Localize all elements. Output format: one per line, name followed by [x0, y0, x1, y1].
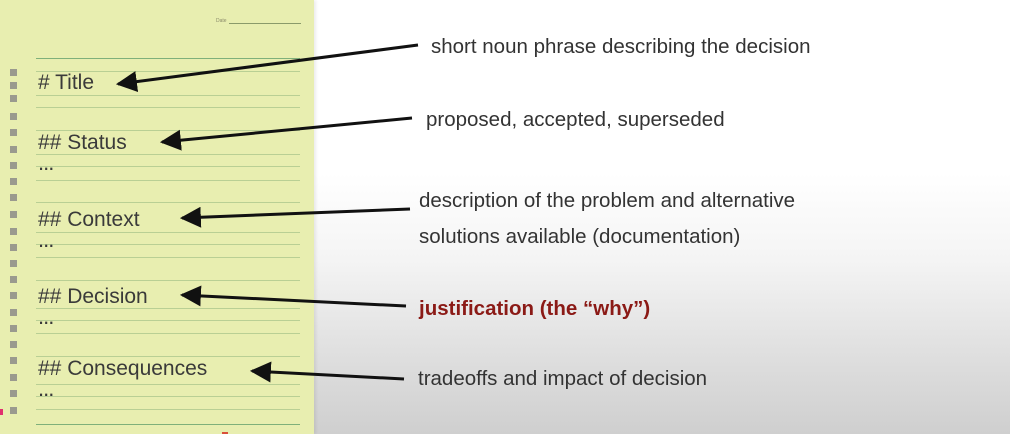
notepad-rule — [36, 257, 300, 258]
desc-consequences: tradeoffs and impact of decision — [418, 367, 708, 390]
arrow-status — [159, 116, 413, 151]
binder-hole — [10, 129, 17, 136]
binder-hole — [10, 325, 17, 332]
binder-hole — [10, 95, 17, 102]
binder-hole — [10, 407, 17, 414]
notepad-rule — [36, 95, 300, 96]
notepad-rule — [36, 320, 300, 321]
desc-title: short noun phrase describing the decisio… — [431, 35, 811, 58]
heading-decision: ## Decision — [38, 285, 148, 308]
notepad-rule — [36, 280, 300, 281]
notepad-rule — [36, 58, 300, 59]
binder-hole — [10, 113, 17, 120]
date-line — [229, 23, 301, 24]
binder-hole — [10, 146, 17, 153]
binder-hole — [10, 309, 17, 316]
binder-hole — [10, 211, 17, 218]
arrow-consequences — [249, 361, 405, 383]
binder-hole — [10, 276, 17, 283]
desc-context-line1: description of the problem and alternati… — [419, 189, 796, 212]
binder-hole — [10, 357, 17, 364]
notepad-rule — [36, 180, 300, 181]
binder-hole — [10, 162, 17, 169]
desc-context-line2: solutions available (documentation) — [419, 225, 741, 248]
notepad-rule — [36, 202, 300, 203]
notepad-rule — [36, 308, 300, 309]
notepad-rule — [36, 333, 300, 334]
heading-status: ## Status — [38, 131, 127, 154]
binder-hole — [10, 228, 17, 235]
arrow-title — [115, 43, 419, 92]
date-label: Date — [216, 18, 227, 24]
notepad-rule — [36, 107, 300, 108]
desc-status: proposed, accepted, superseded — [426, 108, 725, 131]
notepad-rule — [36, 244, 300, 245]
binder-hole — [10, 82, 17, 89]
binder-hole — [10, 374, 17, 381]
notepad-rule — [36, 154, 300, 155]
heading-consequences: ## Consequences — [38, 357, 208, 380]
binder-hole — [10, 292, 17, 299]
binder-hole — [10, 260, 17, 267]
notepad-rule — [36, 396, 300, 397]
binder-hole — [10, 244, 17, 251]
heading-context: ## Context — [38, 208, 140, 231]
notepad-rule — [36, 166, 300, 167]
notepad-rule — [36, 232, 300, 233]
desc-decision: justification (the “why”) — [419, 297, 651, 320]
edge-mark — [0, 409, 3, 415]
binder-hole — [10, 341, 17, 348]
heading-title: # Title — [38, 71, 95, 94]
arrow-decision — [179, 285, 407, 308]
notepad-rule — [36, 356, 300, 357]
notepad-rule — [36, 424, 300, 425]
binder-hole — [10, 69, 17, 76]
binder-hole — [10, 178, 17, 185]
edge-speck — [222, 432, 228, 434]
arrow-context — [179, 206, 411, 228]
binder-hole — [10, 194, 17, 201]
notepad-rule — [36, 71, 300, 72]
notepad-rule — [36, 409, 300, 410]
notepad-rule — [36, 384, 300, 385]
binder-hole — [10, 390, 17, 397]
